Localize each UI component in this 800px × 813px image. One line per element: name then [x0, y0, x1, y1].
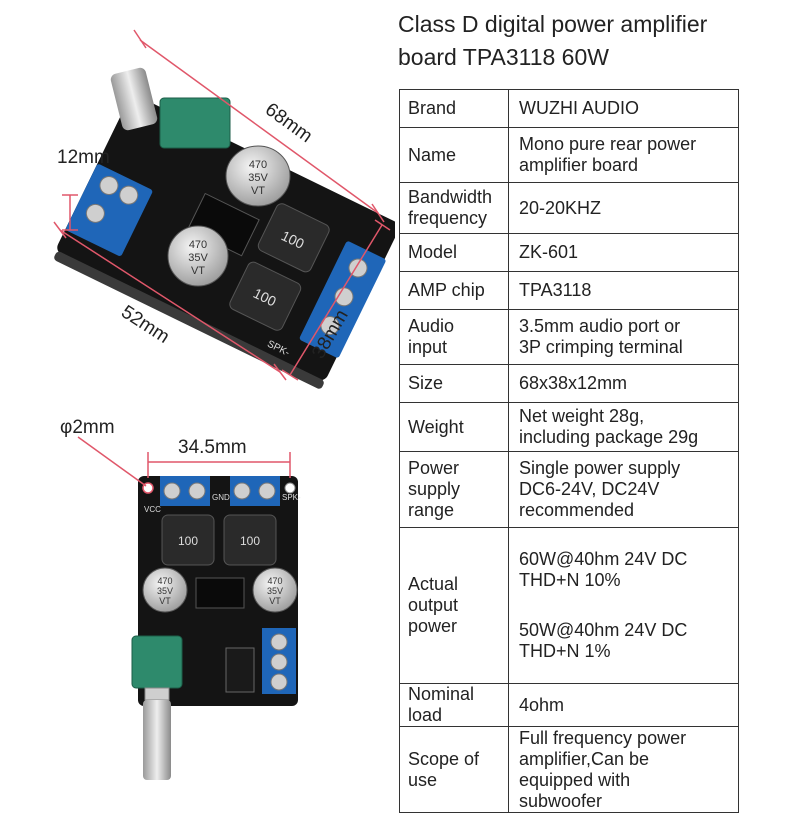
front-board-view: GND SPK- VCC 100 100 470 35V VT 470 35V … — [60, 417, 301, 780]
cap-series-label: VT — [159, 596, 171, 606]
gnd-label: GND — [212, 493, 230, 502]
spacing-dimension: 34.5mm — [178, 437, 247, 458]
spk-label: SPK- — [282, 493, 301, 502]
cap-voltage-label: 35V — [188, 252, 208, 264]
cap-series-label: VT — [269, 596, 281, 606]
spec-row-model: Model ZK-601 — [399, 233, 739, 272]
capacitor: 470 35V VT — [225, 145, 291, 207]
cap-value-label: 470 — [267, 576, 282, 586]
spec-label: Brand — [399, 89, 509, 128]
spec-row-output-power: Actual output power 60W@40hm 24V DC THD+… — [399, 527, 739, 684]
inductor: 100 — [257, 203, 330, 273]
spec-value: 60W@40hm 24V DC THD+N 10% 50W@40hm 24V D… — [508, 527, 739, 684]
spec-label: Scope of use — [399, 726, 509, 813]
potentiometer — [110, 67, 231, 149]
screw-terminal — [66, 164, 153, 256]
spec-label: Weight — [399, 402, 509, 452]
potentiometer — [131, 635, 183, 780]
spec-label: Model — [399, 233, 509, 272]
board-illustrations: 100 100 SPK- 470 35V VT 470 35V VT — [53, 29, 395, 780]
spec-label: Size — [399, 364, 509, 403]
spec-label: Audio input — [399, 309, 509, 365]
cap-value-label: 470 — [189, 239, 207, 251]
spec-table: Brand WUZHI AUDIO Name Mono pure rear po… — [399, 89, 739, 813]
inductor-label: 100 — [178, 534, 198, 548]
spec-value: TPA3118 — [508, 271, 739, 310]
screw-terminal — [230, 476, 280, 506]
inductor: 100 — [229, 261, 302, 331]
hole-dimension: φ2mm — [60, 417, 115, 438]
spec-row-weight: Weight Net weight 28g, including package… — [399, 402, 739, 452]
spec-row-name: Name Mono pure rear power amplifier boar… — [399, 127, 739, 183]
spec-label: Bandwidth frequency — [399, 182, 509, 234]
cap-series-label: VT — [251, 185, 265, 197]
amp-chip — [195, 577, 245, 609]
dimension-lines — [53, 29, 391, 381]
spec-value: ZK-601 — [508, 233, 739, 272]
cap-voltage-label: 35V — [267, 586, 283, 596]
cap-value-label: 470 — [249, 159, 267, 171]
capacitor: 470 35V VT — [252, 567, 298, 613]
spec-label: Actual output power — [399, 527, 509, 684]
cap-series-label: VT — [191, 265, 205, 277]
spec-value: Net weight 28g, including package 29g — [508, 402, 739, 452]
vcc-label: VCC — [144, 505, 161, 514]
inductor-label: 100 — [240, 534, 260, 548]
mounting-hole — [284, 482, 296, 494]
length-dimension-line — [139, 39, 379, 214]
height-dimension: 12mm — [57, 147, 110, 168]
capacitor: 470 35V VT — [142, 567, 188, 613]
spec-value: 4ohm — [508, 683, 739, 727]
pcb-edge — [54, 251, 324, 389]
spec-value: 20-20KHZ — [508, 182, 739, 234]
screw-terminal — [262, 628, 296, 694]
spec-row-brand: Brand WUZHI AUDIO — [399, 89, 739, 128]
capacitor: 470 35V VT — [167, 225, 229, 287]
cap-voltage-label: 35V — [248, 172, 268, 184]
screw-terminal — [299, 241, 386, 358]
spec-row-size: Size 68x38x12mm — [399, 364, 739, 403]
spec-value: 3.5mm audio port or 3P crimping terminal — [508, 309, 739, 365]
inductor: 100 — [161, 514, 215, 566]
length-dimension: 68mm — [261, 99, 316, 147]
dimension-lines — [77, 436, 291, 487]
angled-board-view: 100 100 SPK- 470 35V VT 470 35V VT — [53, 29, 395, 389]
spec-label: Power supply range — [399, 451, 509, 528]
output-power-line: 60W@40hm 24V DC THD+N 10% — [519, 549, 688, 590]
spec-label: AMP chip — [399, 271, 509, 310]
screw-terminal — [160, 476, 210, 506]
spec-value: Mono pure rear power amplifier board — [508, 127, 739, 183]
spec-row-audio-input: Audio input 3.5mm audio port or 3P crimp… — [399, 309, 739, 365]
audio-jack — [225, 647, 255, 693]
spec-row-power-supply: Power supply range Single power supply D… — [399, 451, 739, 528]
cap-voltage-label: 35V — [157, 586, 173, 596]
spec-row-nominal-load: Nominal load 4ohm — [399, 683, 739, 727]
spec-row-amp-chip: AMP chip TPA3118 — [399, 271, 739, 310]
depth-dimension-line — [289, 224, 383, 376]
spec-value: Single power supply DC6-24V, DC24V recom… — [508, 451, 739, 528]
cap-value-label: 470 — [157, 576, 172, 586]
spec-value: 68x38x12mm — [508, 364, 739, 403]
page-title: Class D digital power amplifier board TP… — [398, 11, 708, 70]
spec-row-scope: Scope of use Full frequency power amplif… — [399, 726, 739, 813]
spec-label: Name — [399, 127, 509, 183]
spec-value: WUZHI AUDIO — [508, 89, 739, 128]
hole-leader-line — [77, 436, 147, 487]
output-power-line: 50W@40hm 24V DC THD+N 1% — [519, 620, 688, 661]
spec-row-bandwidth: Bandwidth frequency 20-20KHZ — [399, 182, 739, 234]
spec-label: Nominal load — [399, 683, 509, 727]
width-dimension-line — [59, 229, 281, 373]
inductor: 100 — [223, 514, 277, 566]
spec-value: Full frequency power amplifier,Can be eq… — [508, 726, 739, 813]
